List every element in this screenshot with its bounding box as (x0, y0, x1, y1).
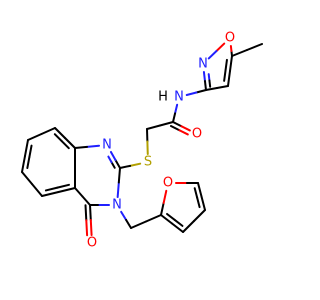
bond-layer (21, 42, 263, 237)
single-bond (182, 209, 206, 233)
atom-label-o4-quin: O (87, 236, 97, 251)
single-bond (205, 85, 229, 91)
single-bond (146, 121, 174, 130)
atom-label-n-amide: N (174, 90, 184, 105)
double-bond (223, 55, 233, 87)
double-bond (193, 182, 206, 211)
single-bond (74, 187, 91, 206)
double-bond (202, 70, 212, 91)
double-bond (53, 127, 76, 150)
single-bond (116, 167, 121, 199)
single-bond (207, 42, 226, 60)
single-bond (27, 127, 56, 141)
double-bond (160, 212, 184, 233)
single-bond (120, 210, 132, 229)
double-bond (84, 204, 93, 237)
atom-label-n-isox: N (198, 57, 208, 72)
single-bond (119, 162, 142, 169)
single-bond (146, 128, 149, 156)
single-bond (229, 44, 233, 57)
single-bond (185, 89, 207, 96)
double-bond (169, 121, 191, 136)
double-bond (107, 150, 121, 169)
single-bond (21, 171, 43, 197)
atom-label-o-fur: O (163, 176, 173, 191)
atom-label-o-carbonyl: O (192, 127, 202, 142)
single-bond (231, 43, 263, 57)
single-bond (160, 189, 168, 216)
atom-label-s-thio: S (144, 155, 152, 170)
single-bond (172, 103, 179, 123)
single-bond (74, 144, 101, 149)
atom-label-n3-quin: N (112, 198, 122, 213)
atom-label-n1-quin: N (102, 138, 112, 153)
atom-label-h-amide: H (158, 90, 168, 105)
atom-label-o-isox: O (225, 31, 235, 46)
single-bond (130, 214, 162, 229)
double-bond (41, 183, 76, 197)
double-bond (21, 139, 33, 173)
